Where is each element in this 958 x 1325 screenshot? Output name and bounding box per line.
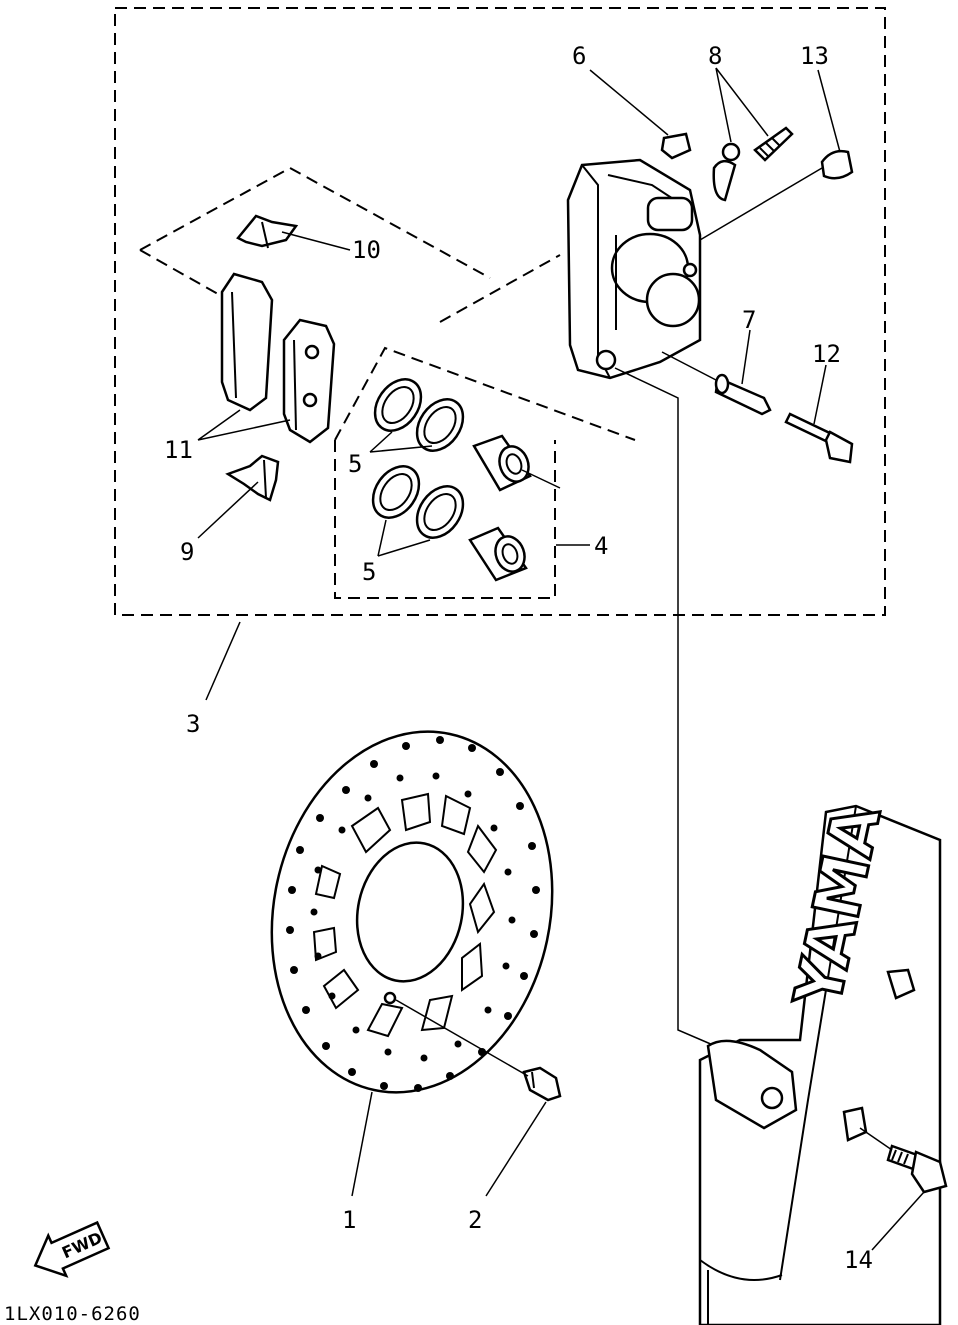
leader-13 (817, 69, 841, 153)
leader-8 (715, 67, 769, 143)
leader-11 (197, 409, 291, 441)
leader-6 (589, 69, 669, 136)
callout-10: 10 (352, 236, 381, 264)
caliper-assembly-box (114, 7, 886, 616)
callout-2: 2 (468, 1206, 482, 1234)
piston-lower (468, 526, 528, 582)
slide-pin (714, 373, 772, 416)
brake-disc (270, 730, 554, 1094)
leader-2 (485, 1101, 547, 1197)
piston-seals (371, 378, 465, 539)
leader-14 (871, 1191, 925, 1251)
callout-14: 14 (844, 1246, 873, 1274)
callout-12: 12 (812, 340, 841, 368)
leader-10 (281, 231, 351, 251)
callout-6: 6 (572, 42, 586, 70)
pinch-bolt-guide-line (859, 1127, 893, 1151)
leader-7 (741, 329, 751, 385)
cap-guide-line (699, 167, 823, 241)
caliper-bolt (784, 412, 854, 464)
bleed-screw (712, 126, 794, 202)
pin-guide-line (661, 351, 717, 381)
callout-1: 1 (342, 1206, 356, 1234)
pad-group-outline (139, 166, 491, 299)
bleed-cap (660, 132, 692, 160)
caliper-cap (820, 149, 854, 180)
pinch-bolt (886, 1144, 948, 1194)
callout-4: 4 (594, 532, 608, 560)
brake-caliper (566, 158, 702, 380)
leader-5-lower (377, 519, 431, 557)
callout-8: 8 (708, 42, 722, 70)
piston-kit-box (334, 346, 636, 599)
disc-bolt (522, 1066, 562, 1102)
callout-7: 7 (742, 306, 756, 334)
pad-spring-lower (225, 454, 280, 502)
caliper-guide-line (439, 254, 561, 323)
leader-3 (205, 621, 241, 701)
brake-pad-left (220, 272, 274, 412)
forward-arrow: FWD (33, 1220, 111, 1278)
leader-1 (351, 1091, 373, 1197)
leader-12 (813, 364, 827, 425)
figure-code: 1LX010-6260 (4, 1303, 141, 1325)
callout-9: 9 (180, 538, 194, 566)
pad-spring-upper (236, 214, 299, 249)
callout-13: 13 (800, 42, 829, 70)
caliper-mount-line (614, 367, 721, 1049)
front-fork: YAMA (698, 797, 942, 1325)
callout-5-upper: 5 (348, 450, 362, 478)
callout-11: 11 (164, 436, 193, 464)
piston-guide-line (521, 469, 561, 489)
leader-9 (197, 481, 259, 539)
piston-upper (472, 434, 532, 492)
callout-5-lower: 5 (362, 558, 376, 586)
callout-3: 3 (186, 710, 200, 738)
brake-pad-right (282, 318, 336, 444)
leader-5-upper (369, 431, 433, 453)
disc-bolt-guide-line (395, 999, 529, 1077)
